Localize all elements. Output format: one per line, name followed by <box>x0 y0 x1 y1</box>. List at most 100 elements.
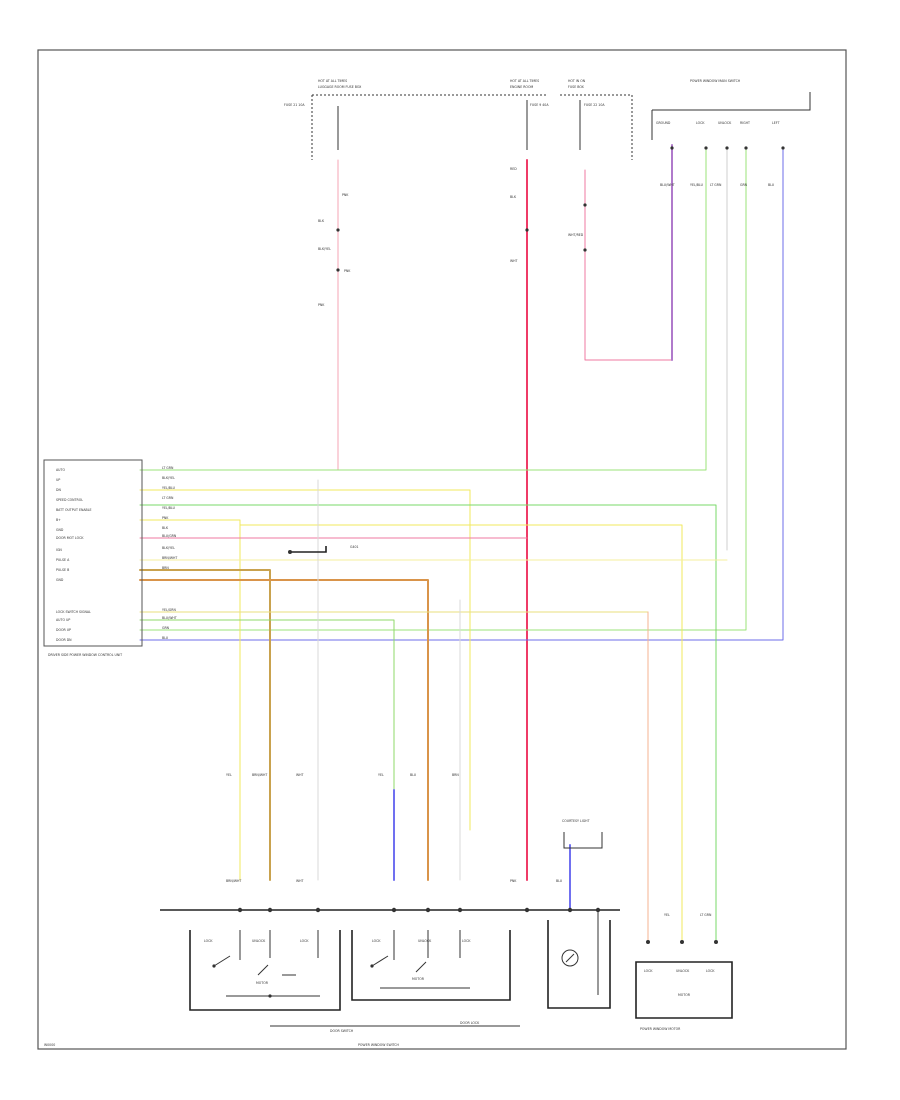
bottom-labels: DOOR SWITCH POWER WINDOW SWITCH DOOR LOC… <box>270 1021 520 1047</box>
control-unit-wire-13: YEL/GRN <box>162 608 176 612</box>
wire-tags: PNKBLKBLK/YELPNKPNKREDBLKWHTWHT/REDBLU/W… <box>226 167 775 917</box>
wire-tag: PNK <box>344 269 351 273</box>
control-unit-label: DRIVER SIDE POWER WINDOW CONTROL UNIT <box>48 653 122 657</box>
svg-text:LOCK: LOCK <box>462 939 471 943</box>
wire-tag: PNK <box>342 193 349 197</box>
control-unit-pin-14: AUTO UP <box>56 618 70 622</box>
power-window-main-switch: POWER WINDOW MAIN SWITCH GROUND LOCK UNL… <box>651 79 811 140</box>
control-unit-wire-5: YEL/BLU <box>162 506 176 510</box>
wire-tag: WHT <box>296 879 304 883</box>
wire-pink-loop <box>584 169 673 361</box>
wire-tag: PNK <box>318 303 325 307</box>
wire-brn <box>139 579 429 881</box>
control-unit-wire-14: BLU/WHT <box>162 616 177 620</box>
fuse-box-3: HOT IN ON FUSE BOX FUSE 22 10A <box>560 79 633 160</box>
svg-text:MOTOR: MOTOR <box>678 993 691 997</box>
wire-blue <box>139 149 784 641</box>
wire-lt-green-2 <box>139 149 747 631</box>
svg-text:LEFT: LEFT <box>772 121 780 125</box>
wire-yellow-batt <box>139 519 241 881</box>
wire-tag: LT GRN <box>710 183 722 187</box>
svg-text:UNLOCK: UNLOCK <box>676 969 690 973</box>
control-unit-pin-7: GND <box>56 528 64 532</box>
svg-text:COURTESY LIGHT: COURTESY LIGHT <box>562 819 590 823</box>
svg-text:FUSE 21 10A: FUSE 21 10A <box>284 103 305 107</box>
control-unit-pin-8: DOOR MOT LOCK <box>56 536 84 540</box>
wire-tag: BLU/WHT <box>660 183 675 187</box>
bus-connectors <box>237 907 601 913</box>
svg-text:LOCK: LOCK <box>300 939 309 943</box>
control-unit-wire-4: LT GRN <box>162 496 174 500</box>
svg-text:MOTOR: MOTOR <box>256 981 269 985</box>
control-unit-pin-11: PULSE B <box>56 568 69 572</box>
control-unit-wire-1: LT GRN <box>162 466 174 470</box>
control-unit-wire-7: BLK <box>162 526 169 530</box>
control-unit-pin-10: PULSE A <box>56 558 70 562</box>
control-unit-wire-16: BLU <box>162 636 169 640</box>
svg-text:POWER WINDOW SWITCH: POWER WINDOW SWITCH <box>358 1043 400 1047</box>
ground-ref: G401 <box>288 545 359 554</box>
diagram-border <box>37 49 847 1050</box>
footer-code: W0000 <box>44 1043 55 1047</box>
wire-yellow-dn <box>139 489 471 831</box>
svg-text:POWER WINDOW MOTOR: POWER WINDOW MOTOR <box>640 1027 681 1031</box>
wire-tag: BLU <box>410 773 417 777</box>
svg-text:UNLOCK: UNLOCK <box>252 939 266 943</box>
control-unit-wire-3: YEL/BLU <box>162 486 176 490</box>
inline-connectors <box>336 146 785 272</box>
svg-text:LOCK: LOCK <box>706 969 715 973</box>
power-window-motor: LOCK UNLOCK LOCK MOTOR POWER WINDOW MOTO… <box>635 940 733 1031</box>
svg-text:GROUND: GROUND <box>656 121 671 125</box>
svg-text:RIGHT: RIGHT <box>740 121 750 125</box>
control-unit-pin-3: DN <box>56 488 61 492</box>
svg-text:HOT IN ON: HOT IN ON <box>568 79 586 83</box>
wire-tag: WHT <box>510 259 518 263</box>
door-lock-actuator-1: LOCK UNLOCK LOCK MOTOR <box>189 930 341 1011</box>
wire-tag: BLK <box>318 219 325 223</box>
svg-text:FUSE BOX: FUSE BOX <box>568 85 585 89</box>
control-unit-pin-12: GND <box>56 578 64 582</box>
svg-text:DOOR SWITCH: DOOR SWITCH <box>330 1029 354 1033</box>
control-unit-wire-2: BLK/YEL <box>162 476 175 480</box>
courtesy-light: COURTESY LIGHT <box>547 819 611 1009</box>
wire-tag: YEL <box>226 773 232 777</box>
svg-text:FUSE 22 10A: FUSE 22 10A <box>584 103 605 107</box>
wire-tag: WHT <box>296 773 304 777</box>
wire-lt-green-1 <box>139 149 707 471</box>
wire-tag: BLK/YEL <box>318 247 331 251</box>
svg-text:UNLOCK: UNLOCK <box>418 939 432 943</box>
fuse-box-2: HOT AT ALL TIMES ENGINE ROOM FUSE 9 40A <box>420 79 549 150</box>
fuse-box-1: HOT AT ALL TIMES LUGGAGE ROOM FUSE BOX F… <box>284 79 420 160</box>
control-unit-pin-16: DOOR DN <box>56 638 72 642</box>
wire-blu-wht <box>139 619 395 791</box>
control-unit-wire-8: BLU/GRN <box>162 534 177 538</box>
control-unit-wire-9: BLK/YEL <box>162 546 175 550</box>
control-unit-wire-11: BRN <box>162 566 169 570</box>
svg-text:HOT AT ALL TIMES: HOT AT ALL TIMES <box>510 79 539 83</box>
svg-text:LOCK: LOCK <box>204 939 213 943</box>
svg-text:MOTOR: MOTOR <box>412 977 425 981</box>
wire-tag: BRN/WHT <box>252 773 267 777</box>
control-unit-pin-9: IGN <box>56 548 62 552</box>
svg-text:ENGINE ROOM: ENGINE ROOM <box>510 85 533 89</box>
control-unit-wire-15: GRN <box>162 626 170 630</box>
svg-text:UNLOCK: UNLOCK <box>718 121 732 125</box>
wire-tag: YEL/BLU <box>690 183 704 187</box>
svg-text:LUGGAGE ROOM FUSE BOX: LUGGAGE ROOM FUSE BOX <box>318 85 362 89</box>
wire-tag: PNK <box>510 879 517 883</box>
control-unit-pin-4: SPEED CONTROL <box>56 498 83 502</box>
wire-tag: BLK <box>510 195 517 199</box>
control-unit-pin-1: AUTO <box>56 468 65 472</box>
svg-text:POWER WINDOW MAIN SWITCH: POWER WINDOW MAIN SWITCH <box>690 79 741 83</box>
svg-text:LOCK: LOCK <box>644 969 653 973</box>
wire-yellow-2 <box>239 524 683 941</box>
control-unit-wire-6: PNK <box>162 516 169 520</box>
wire-brn-wht <box>139 569 271 881</box>
wire-tag: GRN <box>740 183 748 187</box>
svg-text:DOOR LOCK: DOOR LOCK <box>460 1021 480 1025</box>
wire-tag: WHT/RED <box>568 233 584 237</box>
wire-tag: YEL <box>378 773 384 777</box>
svg-text:FUSE 9 40A: FUSE 9 40A <box>530 103 549 107</box>
control-unit-pin-15: DOOR UP <box>56 628 71 632</box>
